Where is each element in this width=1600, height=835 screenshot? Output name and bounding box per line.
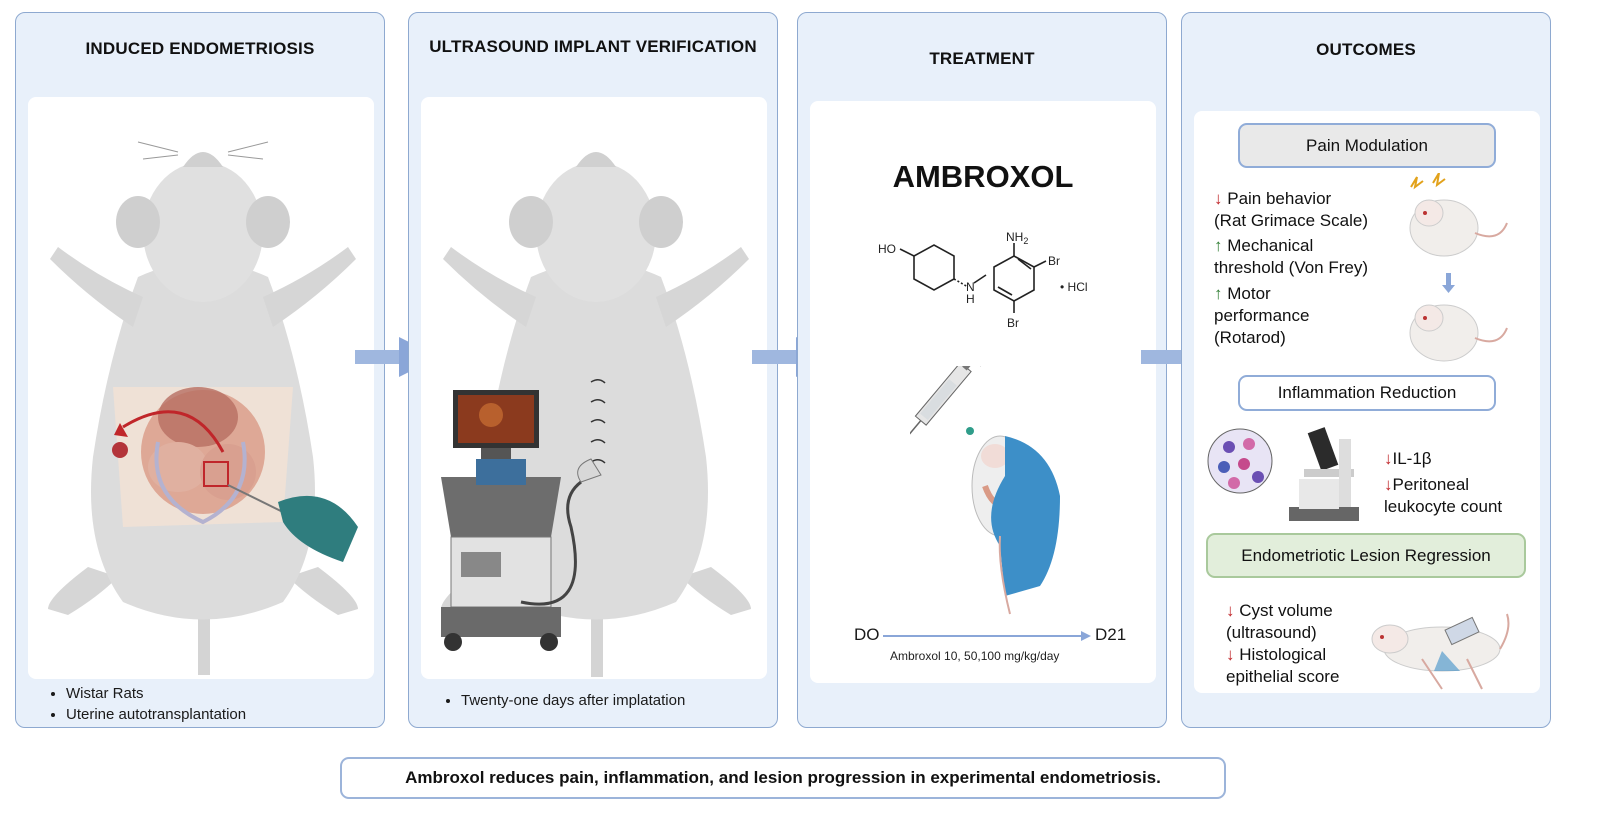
inflammation-outcome-item: ↓Peritoneal leukocyte count <box>1384 474 1502 518</box>
outcome-text: threshold (Von Frey) <box>1214 258 1369 277</box>
outcome-text: Peritoneal <box>1392 475 1470 494</box>
outcomes-content: Pain Modulation ↓ Pain behavior (Rat Gri… <box>1194 111 1540 693</box>
chem-hcl: • HCl <box>1060 280 1088 294</box>
pain-outcome-item: ↓ Pain behavior (Rat Grimace Scale) <box>1214 188 1368 232</box>
rat-ultrasound-illustration <box>1371 613 1510 690</box>
panel-title: INDUCED ENDOMETRIOSIS <box>85 39 315 58</box>
outcome-text: (ultrasound) <box>1226 623 1317 642</box>
pain-modulation-header: Pain Modulation <box>1238 123 1496 168</box>
arrow-down-icon: ↓ <box>1226 645 1235 664</box>
outcome-text: Cyst volume <box>1239 601 1333 620</box>
panel-induced-endometriosis: INDUCED ENDOMETRIOSIS <box>15 12 385 728</box>
chem-h: H <box>966 292 975 306</box>
panel-title: TREATMENT <box>929 49 1035 68</box>
panel-ultrasound-verification: ULTRASOUND IMPLANT VERIFICATION <box>408 12 778 728</box>
illustration-area <box>28 97 374 679</box>
timeline-dose: Ambroxol 10, 50,100 mg/kg/day <box>890 649 1060 663</box>
chem-br-1: Br <box>1048 254 1060 268</box>
chem-br-2: Br <box>1007 316 1019 330</box>
panel-treatment: TREATMENT AMBROXOL HO N H NH2 <box>797 12 1167 728</box>
outcome-text: (Rotarod) <box>1214 328 1286 347</box>
lesion-outcome-item: ↓ Histological epithelial score <box>1226 644 1339 688</box>
bullet-item: Twenty-one days after implatation <box>461 690 685 711</box>
lesion-outcome-item: ↓ Cyst volume (ultrasound) <box>1226 600 1333 644</box>
inflammation-reduction-header: Inflammation Reduction <box>1238 375 1496 411</box>
ultrasound-bullets: Twenty-one days after implatation <box>441 690 685 711</box>
outcome-text: epithelial score <box>1226 667 1340 686</box>
induced-bullets: Wistar Rats Uterine autotransplantation <box>46 683 246 725</box>
panel-title: OUTCOMES <box>1316 40 1416 59</box>
pain-outcome-item: ↑ Mechanical threshold (Von Frey) <box>1214 235 1368 279</box>
illustration-area <box>421 97 767 679</box>
inflammation-outcome-item: ↓IL-1β <box>1384 448 1432 470</box>
outcome-text: Mechanical <box>1227 236 1314 255</box>
injection-illustration <box>910 366 1060 615</box>
timeline-arrow <box>883 631 1091 641</box>
outcome-text: Motor <box>1227 284 1271 303</box>
lesion-regression-header: Endometriotic Lesion Regression <box>1206 533 1526 578</box>
outcome-text: Pain behavior <box>1227 189 1332 208</box>
rat-pain-illustration <box>1409 173 1508 362</box>
microscope-illustration <box>1207 427 1359 521</box>
chem-ho: HO <box>878 242 896 256</box>
outcome-text: Histological <box>1239 645 1327 664</box>
bullet-item: Uterine autotransplantation <box>66 704 246 725</box>
arrow-up-icon: ↑ <box>1214 284 1223 303</box>
timeline-end: D21 <box>1095 625 1127 644</box>
outcome-text: performance <box>1214 306 1310 325</box>
summary-banner: Ambroxol reduces pain, inflammation, and… <box>340 757 1226 799</box>
rat-surgery-illustration <box>48 141 358 675</box>
bullet-item: Wistar Rats <box>66 683 246 704</box>
timeline-start: DO <box>854 625 880 644</box>
drug-name: AMBROXOL <box>892 159 1074 194</box>
arrow-down-icon: ↓ <box>1214 189 1223 208</box>
arrow-down-icon: ↓ <box>1226 601 1235 620</box>
arrow-up-icon: ↑ <box>1214 236 1223 255</box>
outcome-text: (Rat Grimace Scale) <box>1214 211 1368 230</box>
chemical-structure: HO N H NH2 Br Br • HCl <box>878 231 1088 330</box>
treatment-content: AMBROXOL HO N H NH2 Br Br <box>810 101 1156 683</box>
chem-nh2: NH2 <box>1006 231 1028 246</box>
arrow-down-icon: ↓ <box>1384 449 1393 468</box>
chem-n: N <box>966 280 975 294</box>
outcome-text: IL-1β <box>1392 449 1432 468</box>
ultrasound-illustration <box>441 152 751 677</box>
panel-title: ULTRASOUND IMPLANT VERIFICATION <box>429 37 757 56</box>
outcome-text: leukocyte count <box>1384 497 1503 516</box>
arrow-down-icon: ↓ <box>1384 475 1393 494</box>
pain-outcome-item: ↑ Motor performance (Rotarod) <box>1214 283 1309 349</box>
panel-outcomes: OUTCOMES Pain Modulation ↓ Pain behavior… <box>1181 12 1551 728</box>
